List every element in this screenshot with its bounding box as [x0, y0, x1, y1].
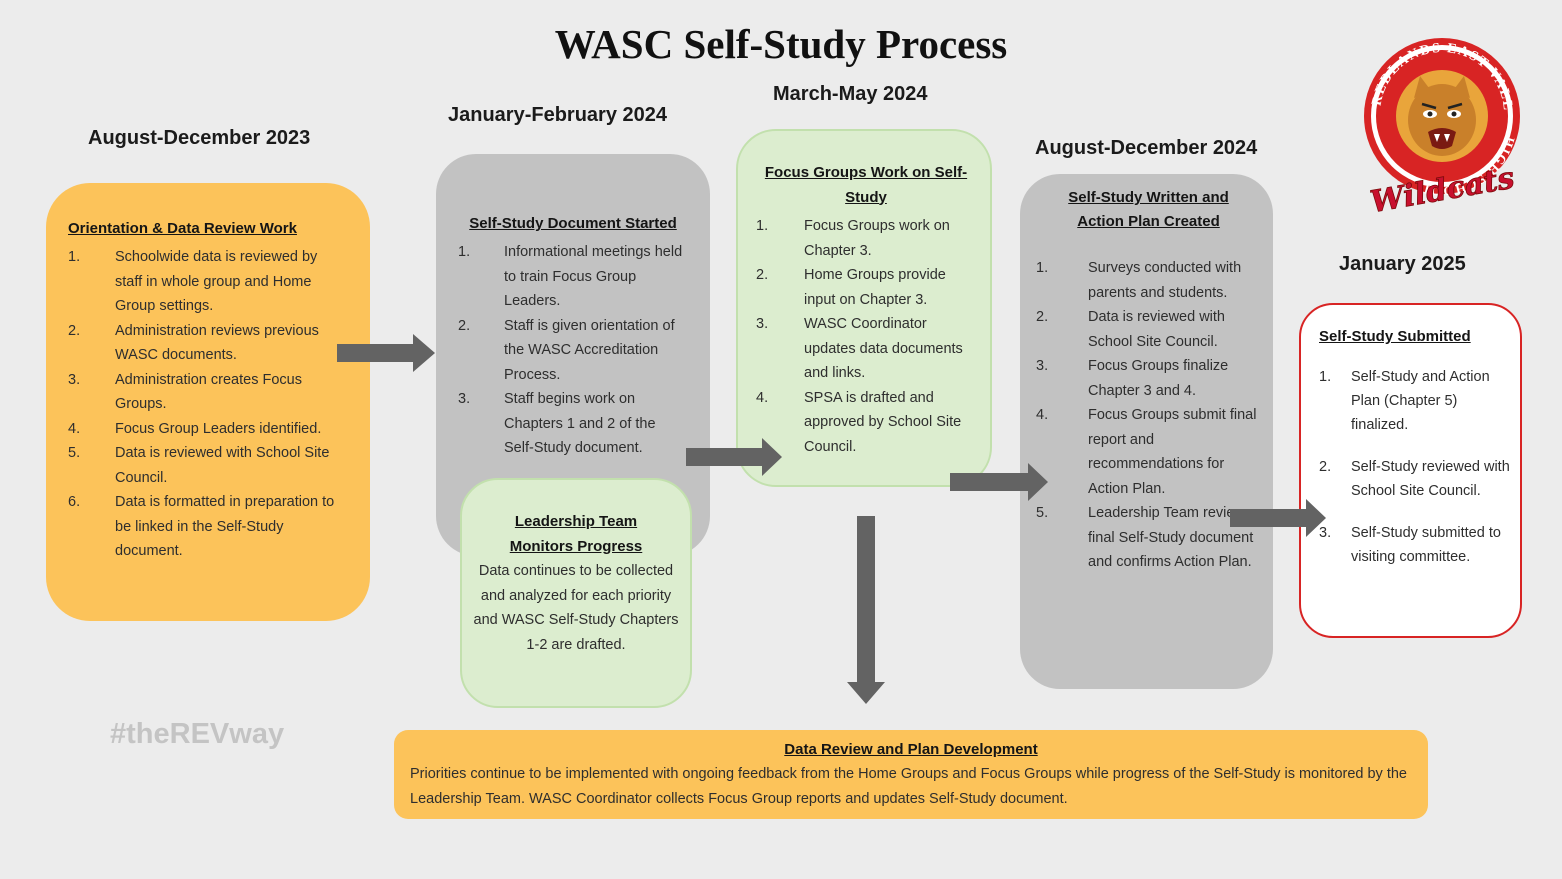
- hashtag: #theREVway: [110, 718, 285, 750]
- item-text: WASC Coordinator updates data documents …: [804, 316, 963, 381]
- self-study-submitted-box: Self-Study Submitted 1. Self-Study and Ac…: [1299, 303, 1522, 638]
- item-number: 2.: [68, 322, 81, 339]
- item-number: 3.: [1036, 358, 1049, 374]
- item-text: Data is reviewed with School Site Counci…: [1088, 309, 1225, 350]
- list-item: 3. Administration creates Focus Groups.: [68, 368, 348, 417]
- leadership-team-box: Leadership Team Monitors Progress Data c…: [460, 478, 692, 708]
- list-item: 3. Self-Study submitted to visiting commi…: [1319, 521, 1510, 569]
- arrow-down-icon: [847, 516, 885, 704]
- self-study-submitted-title: Self-Study Submitted: [1319, 328, 1471, 345]
- item-text: Staff begins work on Chapters 1 and 2 of…: [504, 391, 656, 456]
- item-number: 3.: [756, 316, 769, 332]
- item-number: 1.: [1319, 369, 1332, 385]
- item-text: Focus Groups finalize Chapter 3 and 4.: [1088, 358, 1229, 399]
- list-item: 1. Informational meetings held to train F…: [458, 240, 688, 314]
- item-text: Administration creates Focus Groups.: [115, 371, 302, 413]
- item-text: Self-Study submitted to visiting committ…: [1351, 525, 1501, 565]
- arrow-right-icon: [337, 334, 435, 372]
- list-item: 5. Leadership Team reviews final Self-Stu…: [1036, 501, 1261, 575]
- item-number: 3.: [1319, 525, 1332, 541]
- list-item: 2. Data is reviewed with School Site Coun…: [1036, 305, 1261, 354]
- school-logo-icon: REDLANDS EAST VALLEY HIGH SCHOOL Wildcat…: [1358, 32, 1520, 218]
- self-study-submitted-list: 1. Self-Study and Action Plan (Chapter 5)…: [1319, 365, 1510, 569]
- list-item: 1. Focus Groups work on Chapter 3.: [756, 214, 976, 263]
- list-item: 3. WASC Coordinator updates data document…: [756, 312, 976, 386]
- data-review-text: Priorities continue to be implemented wi…: [410, 766, 1407, 807]
- item-text: Data is formatted in preparation to be l…: [115, 494, 335, 559]
- item-text: Staff is given orientation of the WASC A…: [504, 317, 675, 383]
- item-text: Focus Groups work on Chapter 3.: [804, 218, 950, 259]
- data-review-box: Data Review and Plan Development Priorit…: [394, 730, 1428, 819]
- item-number: 2.: [1319, 459, 1332, 475]
- arrow-right-icon: [686, 438, 782, 476]
- item-number: 4.: [68, 420, 81, 437]
- phase-header-jan-feb-2024: January-February 2024: [448, 104, 668, 126]
- item-number: 1.: [68, 249, 81, 265]
- phase-header-aug-dec-2024: August-December 2024: [1035, 137, 1258, 159]
- list-item: 6. Data is formatted in preparation to be…: [68, 490, 348, 564]
- phase-header-mar-may-2024: March-May 2024: [773, 83, 928, 105]
- phase-header-jan-2025: January 2025: [1339, 253, 1466, 275]
- item-number: 1.: [1036, 260, 1049, 276]
- orientation-box: Orientation & Data Review Work 1. Schoolw…: [46, 183, 370, 621]
- leadership-team-text: Data continues to be collected and analy…: [473, 563, 679, 653]
- self-study-written-list: 1. Surveys conducted with parents and stu…: [1036, 256, 1261, 575]
- item-number: 2.: [756, 267, 769, 283]
- item-text: Schoolwide data is reviewed by staff in …: [115, 249, 318, 314]
- item-number: 6.: [68, 494, 81, 510]
- list-item: 2. Staff is given orientation of the WASC…: [458, 314, 688, 388]
- item-text: Self-Study reviewed with School Site Cou…: [1351, 459, 1510, 499]
- item-text: Data is reviewed with School Site Counci…: [115, 445, 330, 486]
- item-number: 1.: [756, 218, 769, 234]
- self-study-started-title: Self-Study Document Started: [469, 215, 677, 232]
- item-text: Self-Study and Action Plan (Chapter 5) f…: [1351, 369, 1490, 433]
- item-number: 5.: [68, 445, 81, 461]
- item-number: 4.: [756, 389, 769, 406]
- list-item: 1. Self-Study and Action Plan (Chapter 5)…: [1319, 365, 1510, 437]
- phase-header-aug-dec-2023: August-December 2023: [88, 127, 311, 149]
- list-item: 1. Schoolwide data is reviewed by staff i…: [68, 245, 348, 319]
- list-item: 2. Home Groups provide input on Chapter 3…: [756, 263, 976, 312]
- self-study-written-title: Self-Study Written and Action Plan Creat…: [1068, 189, 1229, 230]
- list-item: 3. Staff begins work on Chapters 1 and 2 …: [458, 387, 688, 461]
- list-item: 4. SPSA is drafted and approved by School…: [756, 386, 976, 460]
- item-text: Focus Groups submit final report and rec…: [1088, 407, 1257, 497]
- list-item: 3. Focus Groups finalize Chapter 3 and 4.: [1036, 354, 1261, 403]
- list-item: 4. Focus Groups submit final report and r…: [1036, 403, 1261, 501]
- orientation-box-title: Orientation & Data Review Work: [68, 220, 297, 237]
- item-text: Surveys conducted with parents and stude…: [1088, 260, 1242, 301]
- list-item: 5. Data is reviewed with School Site Coun…: [68, 441, 348, 490]
- item-text: Leadership Team reviews final Self-Study…: [1088, 505, 1254, 570]
- item-number: 3.: [68, 371, 81, 388]
- data-review-title: Data Review and Plan Development: [784, 741, 1038, 758]
- focus-groups-list: 1. Focus Groups work on Chapter 3. 2. Home…: [756, 214, 976, 459]
- item-number: 1.: [458, 244, 471, 260]
- page-title: WASC Self-Study Process: [554, 21, 1008, 67]
- item-text: Home Groups provide input on Chapter 3.: [804, 267, 946, 308]
- item-number: 3.: [458, 391, 471, 407]
- item-number: 4.: [1036, 407, 1049, 423]
- self-study-started-list: 1. Informational meetings held to train F…: [458, 240, 688, 461]
- item-number: 2.: [1036, 309, 1049, 325]
- leadership-team-title: Leadership Team Monitors Progress: [509, 513, 643, 555]
- arrow-right-icon: [1230, 499, 1326, 537]
- item-number: 5.: [1036, 505, 1049, 521]
- item-text: SPSA is drafted and approved by School S…: [804, 389, 962, 455]
- list-item: 4. Focus Group Leaders identified.: [68, 417, 348, 442]
- focus-groups-box: Focus Groups Work on Self-Study 1. Focus …: [736, 129, 992, 487]
- list-item: 1. Surveys conducted with parents and stu…: [1036, 256, 1261, 305]
- item-text: Focus Group Leaders identified.: [115, 420, 322, 437]
- focus-groups-title: Focus Groups Work on Self-Study: [764, 164, 968, 206]
- list-item: 2. Self-Study reviewed with School Site C…: [1319, 455, 1510, 503]
- self-study-written-box: Self-Study Written and Action Plan Creat…: [1020, 174, 1273, 689]
- arrow-right-icon: [950, 463, 1048, 501]
- orientation-list: 1. Schoolwide data is reviewed by staff i…: [68, 245, 348, 564]
- list-item: 2. Administration reviews previous WASC d…: [68, 319, 348, 368]
- item-number: 2.: [458, 317, 471, 334]
- item-text: Administration reviews previous WASC doc…: [115, 322, 319, 364]
- item-text: Informational meetings held to train Foc…: [504, 244, 683, 309]
